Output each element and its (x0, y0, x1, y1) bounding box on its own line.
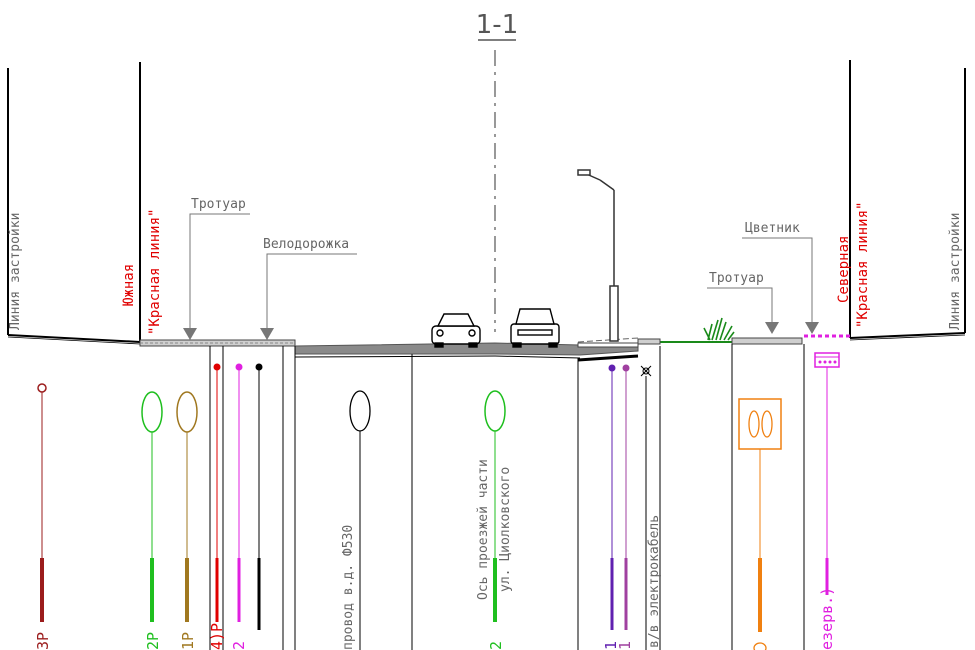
road-base-line-2 (494, 355, 581, 359)
label-sidewalk-right: Тротуар (709, 271, 764, 286)
leader-sidewalk-left (183, 213, 250, 340)
utility-water-main (349, 390, 371, 650)
label-north-2: "Красная линия" (855, 202, 871, 328)
label-water-pipe: провод в.д. Ф530 (341, 525, 356, 650)
curb-right-dash (577, 337, 639, 343)
leader-bike-path (260, 253, 357, 340)
car-icon-left (431, 313, 481, 348)
utility-2-tag: 2Р (144, 632, 162, 650)
label-building-line-left: Линия застройки (8, 213, 23, 330)
utility-9-tag: езерв.) (818, 587, 836, 650)
utility-8: 1 (616, 364, 634, 650)
label-sidewalk-left: Тротуар (191, 197, 246, 212)
utility-7: 1 (602, 364, 620, 650)
shrub-icon (703, 317, 735, 341)
utility-7-tag: 1 (602, 641, 620, 650)
zone-boundaries (209, 344, 805, 650)
label-cable: в/в электрокабель (647, 515, 662, 648)
utility-6-tag: 2 (487, 641, 505, 650)
label-bike-path: Велодорожка (263, 237, 349, 252)
sidewalk-right-surface (731, 337, 803, 345)
utility-4: 4)Р (208, 363, 226, 650)
street-lamp-icon (577, 169, 619, 342)
label-road-axis-2: ул. Циолковского (498, 467, 513, 592)
label-road-axis-1: Ось проезжей части (476, 459, 491, 600)
label-flowerbed: Цветник (745, 221, 800, 236)
section-title: 1-1 (476, 10, 518, 40)
utility-9: езерв.) (814, 352, 840, 650)
label-south-2: "Красная линия" (147, 209, 163, 335)
curb-right-base (577, 354, 639, 362)
utility-1: ЗР (34, 383, 52, 650)
utility-3: 1Р (176, 391, 198, 650)
label-building-line-right: Линия застройки (948, 213, 963, 330)
leader-sidewalk-right (707, 287, 779, 334)
utility-4-tag: 4)Р (208, 623, 226, 650)
label-north-1: Северная (836, 236, 852, 303)
utility-8-tag: 1 (616, 641, 634, 650)
car-icon-right (510, 308, 560, 348)
building-line-right-ground (849, 332, 966, 339)
utility-5: 2 (230, 363, 248, 650)
ground-line-left (7, 336, 141, 345)
leader-flowerbed (742, 237, 819, 334)
lawn-edge (637, 338, 661, 345)
utility-5-tag: 2 (230, 641, 248, 650)
road-base-line (294, 355, 496, 358)
utility-6: 2 (484, 390, 506, 650)
utility-2: 2Р (141, 391, 163, 650)
label-south-1: Южная (121, 264, 137, 306)
ground-line-right (849, 334, 966, 341)
curb-right (577, 342, 639, 348)
utility-3-tag: 1Р (179, 632, 197, 650)
cable-marker-icon (640, 365, 652, 650)
utility-1-tag: ЗР (34, 632, 52, 650)
building-line-left-ground (7, 334, 141, 343)
utility-black (255, 363, 263, 630)
utility-orange-duct (738, 398, 782, 650)
